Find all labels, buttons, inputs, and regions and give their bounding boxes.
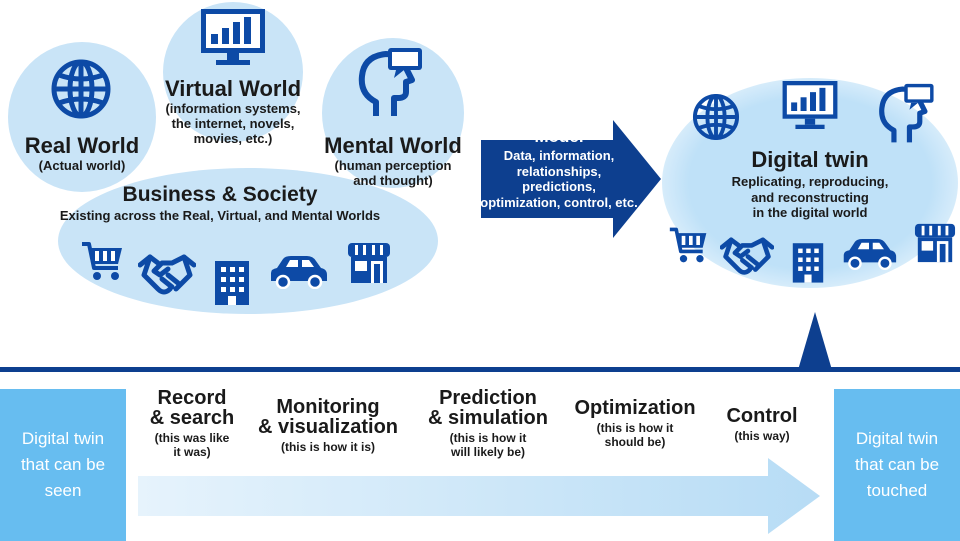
handshake-icon	[720, 236, 774, 279]
shop-icon	[346, 241, 392, 285]
model-label: Model Data, information, relationships, …	[455, 128, 663, 210]
step-title: Record & search	[149, 387, 235, 429]
car-icon	[267, 253, 329, 289]
business-society-sub: Existing across the Real, Virtual, and M…	[59, 208, 381, 223]
mental-world-sub: (human perception and thought)	[334, 158, 452, 188]
monitor-chart-icon	[198, 6, 268, 68]
virtual-world-label: Virtual World (information systems, the …	[143, 78, 323, 147]
model-title: Model	[534, 127, 584, 146]
car-icon	[840, 236, 898, 270]
real-world-title: Real World	[24, 133, 140, 158]
step-sub: (this way)	[734, 429, 790, 443]
mental-world-title: Mental World	[324, 133, 462, 158]
head-speech-icon	[354, 46, 426, 120]
step-control: Control (this way)	[712, 406, 812, 444]
digital-twin-touched-box: Digital twin that can be touched	[834, 389, 960, 541]
step-sub: (this was like it was)	[154, 431, 230, 459]
handshake-icon	[138, 253, 196, 299]
step-title: Prediction & simulation	[427, 387, 548, 429]
step-title: Optimization	[574, 397, 696, 419]
timeline-pointer	[798, 312, 832, 375]
step-optimization: Optimization (this is how it should be)	[565, 398, 705, 450]
step-sub: (this is how it should be)	[596, 421, 674, 449]
real-world-sub: (Actual world)	[38, 158, 126, 173]
digital-twin-sub: Replicating, reproducing, and reconstruc…	[731, 174, 889, 221]
monitor-chart-icon	[780, 78, 840, 132]
mental-world-label: Mental World (human perception and thoug…	[307, 135, 479, 189]
real-world-label: Real World (Actual world)	[8, 135, 156, 174]
step-title: Control	[726, 405, 798, 427]
shop-icon	[913, 222, 957, 264]
business-society-title: Business & Society	[122, 183, 318, 206]
digital-twin-touched-text: Digital twin that can be touched	[854, 429, 940, 500]
step-sub: (this is how it is)	[280, 440, 375, 454]
cart-icon	[80, 238, 126, 284]
step-record-search: Record & search (this was like it was)	[132, 388, 252, 460]
step-prediction-simulation: Prediction & simulation (this is how it …	[414, 388, 562, 460]
progress-arrow	[138, 456, 822, 541]
business-society-label: Business & Society Existing across the R…	[8, 184, 432, 224]
step-title: Monitoring & visualization	[257, 396, 399, 438]
step-monitoring-visualization: Monitoring & visualization (this is how …	[243, 397, 413, 455]
model-sub: Data, information, relationships, predic…	[480, 148, 638, 210]
digital-twin-title: Digital twin	[751, 147, 869, 172]
cart-icon	[668, 224, 710, 266]
virtual-world-title: Virtual World	[164, 76, 302, 101]
step-sub: (this is how it will likely be)	[449, 431, 527, 459]
virtual-world-sub: (information systems, the internet, nove…	[165, 101, 301, 146]
building-icon	[791, 241, 825, 283]
globe-icon	[49, 57, 113, 121]
timeline-line	[0, 367, 960, 372]
digital-twin-seen-text: Digital twin that can be seen	[20, 429, 106, 500]
digital-twin-label: Digital twin Replicating, reproducing, a…	[690, 149, 930, 221]
building-icon	[213, 259, 251, 305]
head-speech-icon	[875, 82, 937, 146]
globe-icon	[691, 92, 741, 142]
model-arrow	[473, 120, 665, 238]
digital-twin-seen-box: Digital twin that can be seen	[0, 389, 126, 541]
